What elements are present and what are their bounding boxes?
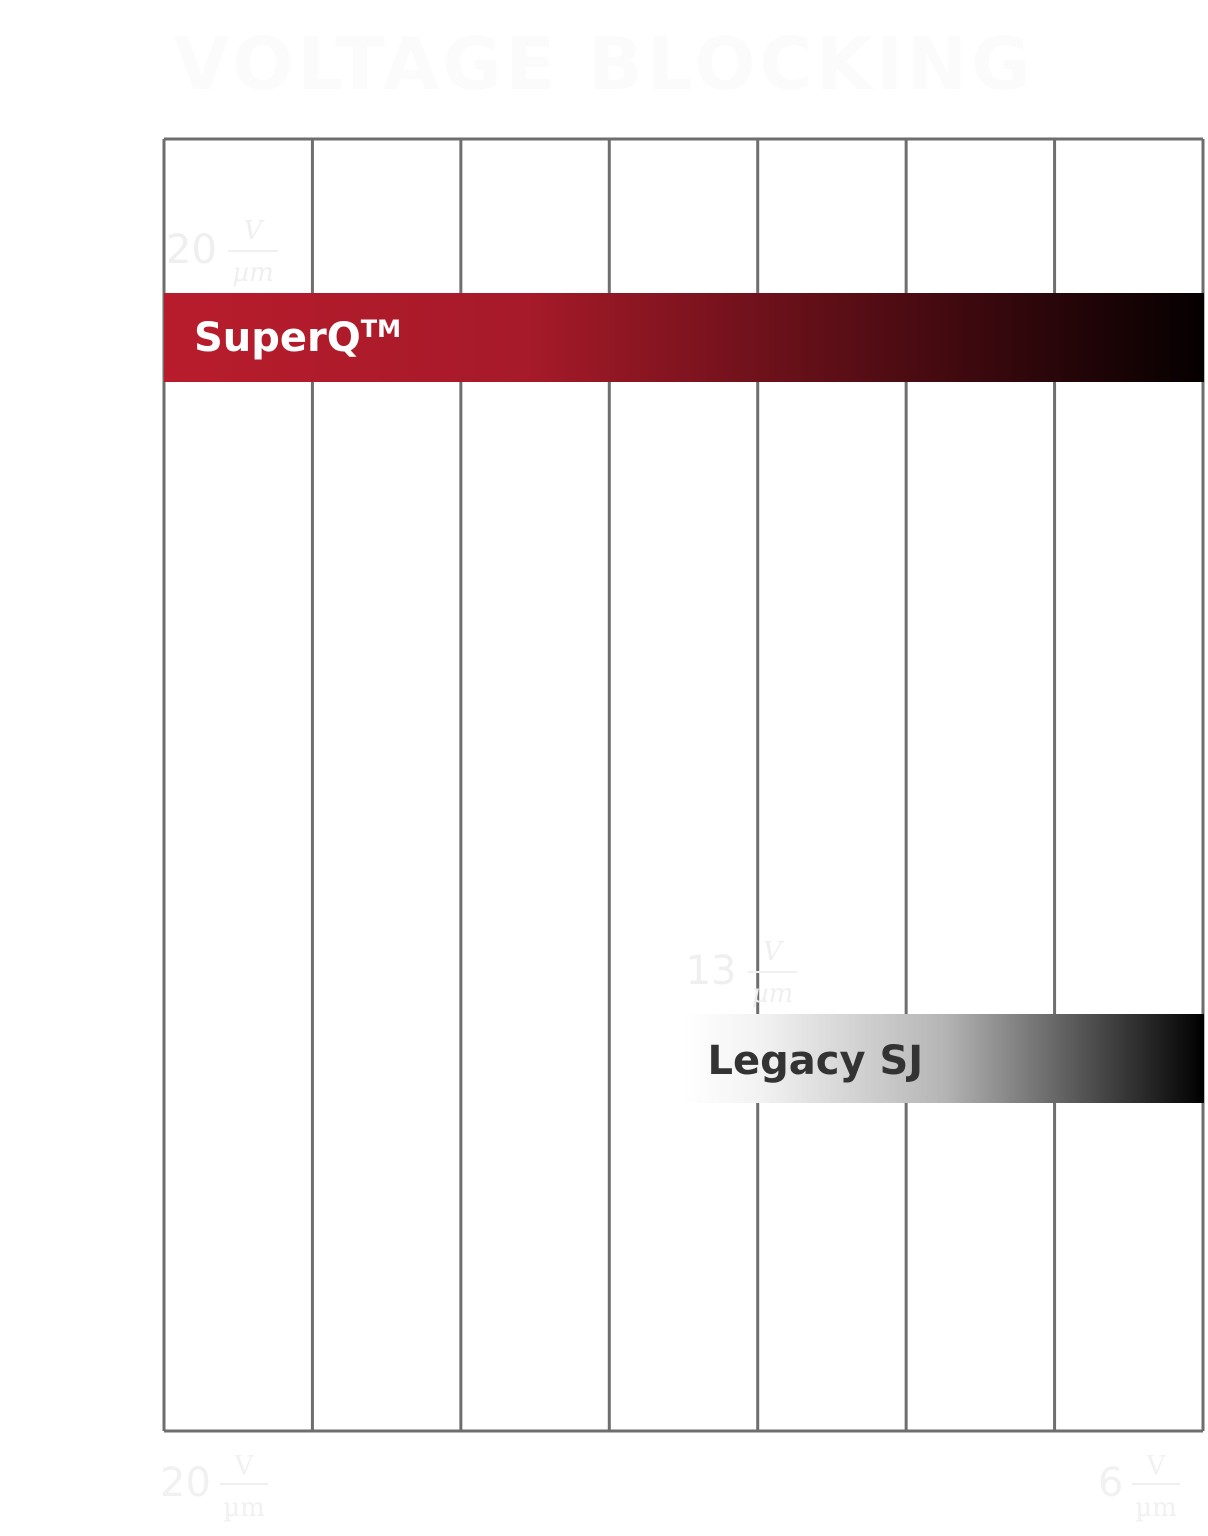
bar-value-unit-denominator: µm: [752, 979, 794, 1009]
x-axis-unit-denominator: µm: [223, 1493, 265, 1523]
bar-value-unit-numerator: V: [244, 216, 265, 246]
bar-value-unit-numerator: V: [763, 937, 784, 967]
bar-legacy-sj: [683, 1014, 1204, 1103]
bar-value-number: 13: [686, 948, 737, 994]
chart-title: VOLTAGE BLOCKING: [173, 22, 1035, 106]
x-axis-tick-label: 6: [1098, 1460, 1123, 1506]
trademark-mark: TM: [361, 315, 401, 343]
bar-value-unit-denominator: µm: [232, 258, 274, 288]
x-axis-tick-label: 20: [160, 1460, 211, 1506]
bar-superq: [164, 293, 1204, 382]
x-axis-unit-numerator: V: [234, 1451, 255, 1481]
bar-value-number: 20: [166, 227, 217, 273]
x-axis-unit-denominator: µm: [1135, 1493, 1177, 1523]
x-axis-unit-numerator: V: [1146, 1451, 1167, 1481]
bar-label-legacy-sj: Legacy SJ: [708, 1038, 924, 1084]
